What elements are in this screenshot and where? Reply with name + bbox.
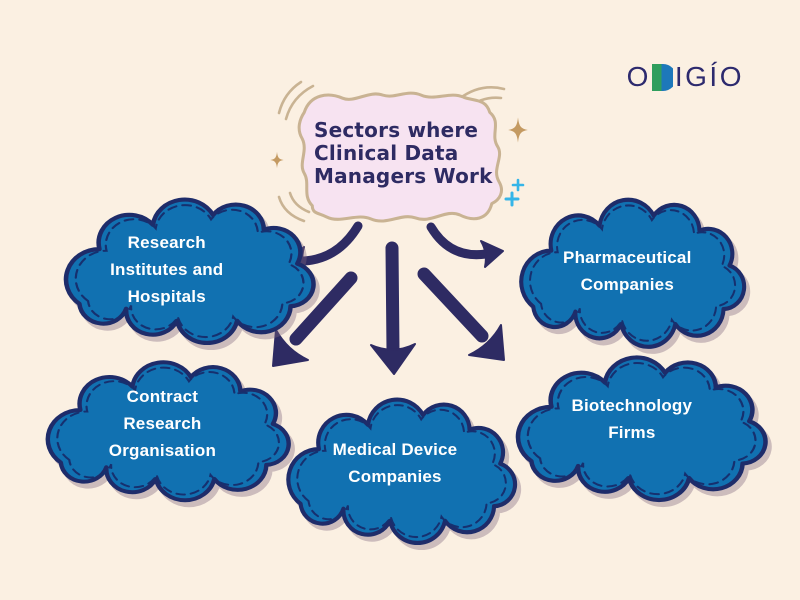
cloud-label: Medical Device Companies <box>332 440 458 486</box>
cloud-contract-research-organisation: Contract Research Organisation <box>40 355 295 507</box>
cloud-biotechnology-firms: Biotechnology Firms <box>510 350 772 507</box>
title-line: Sectors where <box>314 118 479 142</box>
logo-letters-igio: IGÍO <box>674 61 744 92</box>
logo-letter-o: O <box>626 61 651 92</box>
arrow-to-biotechnology <box>417 267 505 361</box>
title-line: Managers Work <box>314 164 493 188</box>
cloud-pharmaceutical-companies: Pharmaceutical Companies <box>514 192 750 354</box>
cloud-shape <box>63 197 316 346</box>
central-topic-shape <box>297 91 503 223</box>
cloud-label: Contract Research Organisation <box>108 387 217 460</box>
cloud-label: Pharmaceutical Companies <box>563 248 692 294</box>
cloud-research-institutes-hospitals: Research Institutes and Hospitals <box>58 192 320 350</box>
cloud-label: Biotechnology Firms <box>571 396 693 442</box>
cloud-shape <box>286 397 518 546</box>
logo-d-icon <box>651 63 673 91</box>
cloud-medical-device-companies: Medical Device Companies <box>281 392 521 550</box>
title-line: Clinical Data <box>314 141 459 165</box>
arrow-to-medical-device <box>370 241 416 375</box>
cloud-shape <box>45 360 291 503</box>
central-topic: Sectors where Clinical Data Managers Wor… <box>276 86 518 228</box>
odigio-logo: O IGÍO <box>627 61 744 93</box>
cloud-shape <box>515 355 768 503</box>
cloud-shape <box>519 197 747 349</box>
arrow-to-pharmaceutical <box>426 222 504 268</box>
cloud-label: Research Institutes and Hospitals <box>110 233 224 306</box>
page-title: Sectors where Clinical Data Managers Wor… <box>314 119 493 188</box>
